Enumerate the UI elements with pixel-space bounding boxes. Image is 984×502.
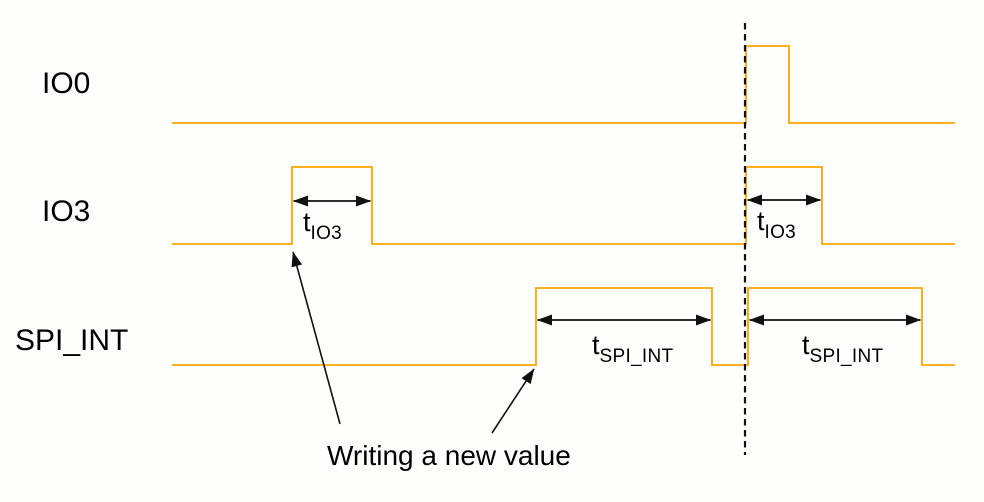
waveform-spi-int [172, 287, 955, 366]
annotation-text: Writing a new value [327, 440, 571, 471]
timing-label-subscript: SPI_INT [599, 346, 674, 367]
timing-label-spi-int: tSPI_INT [592, 330, 674, 367]
timing-label-spi-int: tSPI_INT [802, 330, 884, 367]
timing-label-symbol: t [757, 206, 765, 236]
waveform-io3 [172, 166, 955, 245]
timing-label-io3: tIO3 [757, 206, 797, 243]
signal-label-spi-int: SPI_INT [15, 324, 129, 357]
timing-label-symbol: t [802, 330, 810, 360]
signal-label-io3: IO3 [42, 195, 91, 228]
signal-label-io0: IO0 [42, 67, 91, 100]
timing-label-subscript: IO3 [764, 222, 797, 243]
timing-label-subscript: SPI_INT [809, 346, 884, 367]
annotation-pointer-arrow [291, 251, 341, 425]
waveform-io0 [172, 45, 955, 124]
annotation-pointer-arrow [491, 368, 535, 434]
timing-label-symbol: t [303, 207, 311, 237]
timing-label-subscript: IO3 [310, 223, 343, 244]
timing-label-symbol: t [592, 330, 600, 360]
timing-label-io3: tIO3 [303, 207, 343, 244]
